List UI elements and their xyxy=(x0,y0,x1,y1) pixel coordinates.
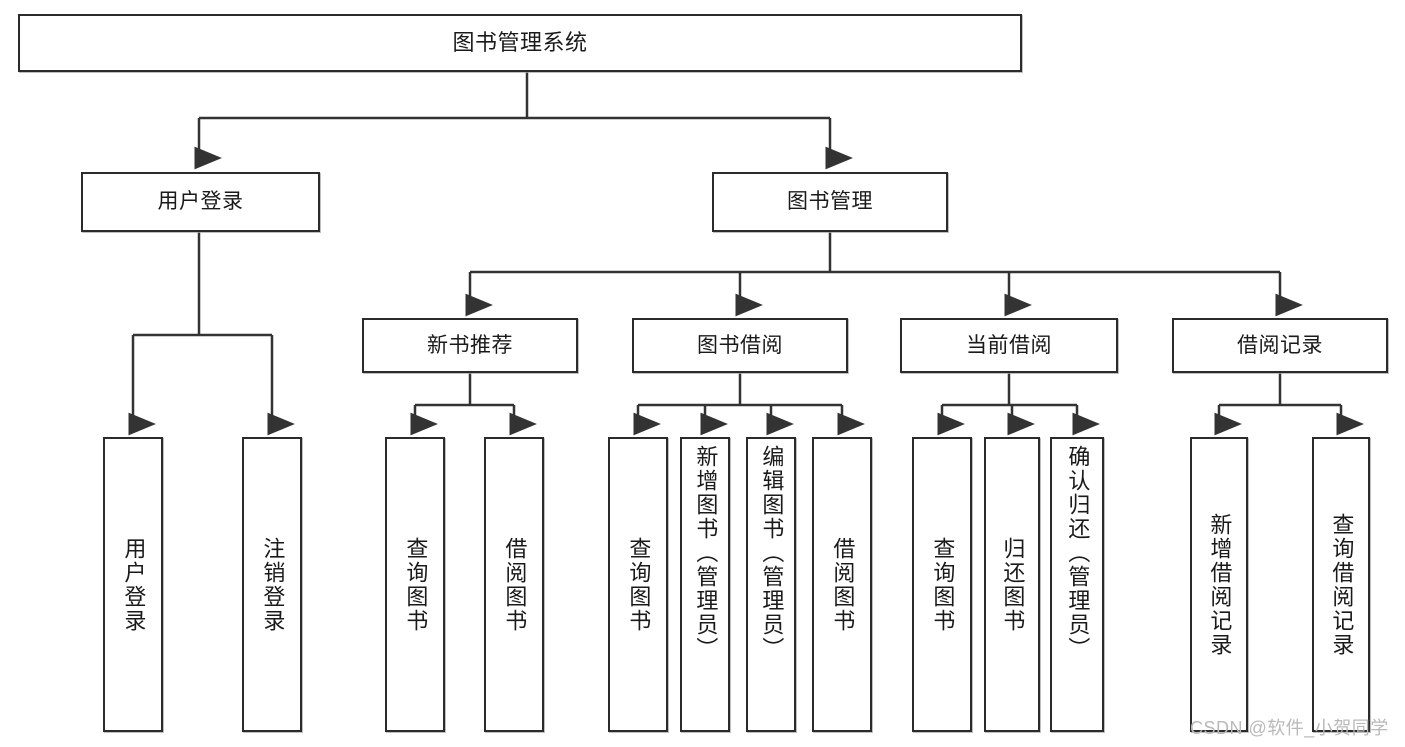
node-borrow-record[interactable]: 借阅记录 xyxy=(1172,318,1388,373)
node-user-login[interactable]: 用户登录 xyxy=(81,172,320,232)
node-leaf-query-book-borrow[interactable]: 查询图书 xyxy=(608,437,668,732)
node-root-label: 图书管理系统 xyxy=(452,29,588,55)
node-leaf-add-book-label: 新增图书（管理员） xyxy=(693,445,719,661)
node-leaf-add-record[interactable]: 新增借阅记录 xyxy=(1190,437,1248,732)
node-leaf-return-book[interactable]: 归还图书 xyxy=(984,437,1040,732)
node-leaf-borrow-book-rec-label: 借阅图书 xyxy=(502,536,528,633)
node-leaf-borrow-book-label: 借阅图书 xyxy=(830,536,856,633)
node-new-book-rec[interactable]: 新书推荐 xyxy=(362,318,578,373)
node-leaf-edit-book[interactable]: 编辑图书（管理员） xyxy=(746,437,796,732)
node-leaf-query-book-rec-label: 查询图书 xyxy=(403,536,429,633)
node-book-manage[interactable]: 图书管理 xyxy=(712,172,948,232)
node-leaf-query-record-label: 查询借阅记录 xyxy=(1329,512,1355,657)
node-current-borrow[interactable]: 当前借阅 xyxy=(900,318,1118,373)
node-book-borrow-label: 图书借阅 xyxy=(697,333,783,357)
node-leaf-confirm-return[interactable]: 确认归还（管理员） xyxy=(1050,437,1104,732)
node-leaf-add-record-label: 新增借阅记录 xyxy=(1207,512,1233,657)
node-leaf-borrow-book[interactable]: 借阅图书 xyxy=(812,437,872,732)
node-leaf-query-book-borrow-label: 查询图书 xyxy=(626,536,652,633)
node-leaf-query-record[interactable]: 查询借阅记录 xyxy=(1312,437,1370,732)
node-leaf-query-book-cur[interactable]: 查询图书 xyxy=(912,437,972,732)
node-leaf-add-book[interactable]: 新增图书（管理员） xyxy=(680,437,730,732)
node-current-borrow-label: 当前借阅 xyxy=(966,333,1052,357)
csdn-watermark: CSDN @软件_小贺同学 xyxy=(1190,718,1389,738)
node-leaf-borrow-book-rec[interactable]: 借阅图书 xyxy=(484,437,544,732)
node-book-borrow[interactable]: 图书借阅 xyxy=(632,318,848,373)
node-leaf-user-login-label: 用户登录 xyxy=(121,536,147,633)
node-root[interactable]: 图书管理系统 xyxy=(18,14,1022,72)
node-leaf-query-book-rec[interactable]: 查询图书 xyxy=(385,437,445,732)
node-leaf-edit-book-label: 编辑图书（管理员） xyxy=(759,445,785,661)
node-borrow-record-label: 借阅记录 xyxy=(1237,333,1323,357)
node-leaf-logout[interactable]: 注销登录 xyxy=(242,437,302,732)
node-leaf-user-login[interactable]: 用户登录 xyxy=(103,437,163,732)
node-user-login-label: 用户登录 xyxy=(157,190,244,214)
node-new-book-rec-label: 新书推荐 xyxy=(427,333,513,357)
node-leaf-confirm-return-label: 确认归还（管理员） xyxy=(1065,445,1091,661)
node-leaf-logout-label: 注销登录 xyxy=(260,536,286,633)
node-book-manage-label: 图书管理 xyxy=(787,190,873,214)
node-leaf-return-book-label: 归还图书 xyxy=(1000,536,1026,633)
node-leaf-query-book-cur-label: 查询图书 xyxy=(930,536,956,633)
